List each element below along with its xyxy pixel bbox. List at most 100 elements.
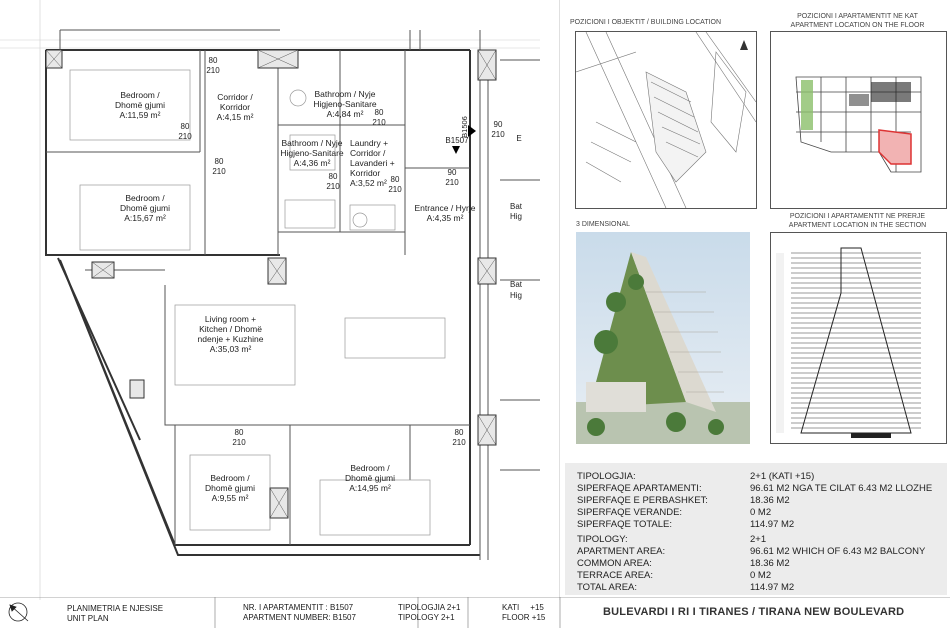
door-dim: 80 210 xyxy=(175,122,195,142)
room-sub: Higjeno-Sanitare xyxy=(313,99,377,109)
door-height: 210 xyxy=(491,130,505,139)
project-slogan: BULEVARDI I RI I TIRANES / TIRANA NEW BO… xyxy=(603,606,905,618)
info-label-al: SIPERFAQE E PERBASHKET: xyxy=(577,495,708,506)
info-label-en: TOTAL AREA: xyxy=(577,582,638,593)
door-width: 90 xyxy=(447,168,457,177)
info-value-al: 0 M2 xyxy=(750,507,772,518)
section-location-title-2: APARTMENT LOCATION IN THE SECTION xyxy=(788,222,927,229)
neighbour-label: Bat xyxy=(509,280,522,289)
room-sub: Higjeno-Sanitare xyxy=(280,148,344,158)
door-height: 210 xyxy=(372,118,386,127)
room-sub: Kitchen / Dhomë ndenje + Kuzhine xyxy=(197,324,264,344)
room-area: A:4,84 m² xyxy=(326,109,364,119)
apartment-number-al: NR. I APARTAMENTIT : B1507 xyxy=(243,603,354,612)
info-value-en: 0 M2 xyxy=(750,570,772,581)
room-entrance: Entrance / Hyrje A:4,35 m² xyxy=(405,203,485,223)
room-name: Bathroom / Nyje xyxy=(281,138,343,148)
info-label-en: TERRACE AREA: xyxy=(577,570,654,581)
room-bedroom-2: Bedroom / Dhomë gjumi A:15,67 m² xyxy=(100,193,190,223)
door-width: 80 xyxy=(328,172,338,181)
room-name: Bathroom / Nyje xyxy=(314,89,376,99)
typology-al: TIPOLOGJIA 2+1 xyxy=(398,603,461,612)
room-sub: Dhomë gjumi xyxy=(204,483,256,493)
site-map-drawing xyxy=(576,32,756,208)
room-area: A:11,59 m² xyxy=(119,110,161,120)
room-name: Bedroom / xyxy=(125,193,165,203)
door-dim: 80 210 xyxy=(206,56,220,76)
door-dim: 80 210 xyxy=(212,157,226,177)
footer-bar: PLANIMETRIA E NJESISE UNIT PLAN NR. I AP… xyxy=(0,597,950,628)
three-d-render xyxy=(576,232,750,444)
info-label-en: APARTMENT AREA: xyxy=(577,546,666,557)
door-width: 80 xyxy=(180,122,190,131)
door-dim: 90 210 xyxy=(445,168,459,188)
neighbour-label: E xyxy=(516,134,522,143)
info-value-en: 2+1 xyxy=(750,534,767,545)
section-drawing xyxy=(770,232,947,444)
room-name: Living room + xyxy=(204,314,257,324)
info-value-al: 114.97 M2 xyxy=(750,519,795,530)
room-laundry: Laundry + Corridor / Lavanderi + Korrido… xyxy=(350,138,400,188)
building-section xyxy=(776,247,921,438)
room-sub: Korridor xyxy=(219,102,251,112)
door-height: 210 xyxy=(388,185,402,194)
floor-en: FLOOR +15 xyxy=(502,613,546,622)
door-dim: 80 210 xyxy=(452,428,466,448)
info-label-al: SIPERFAQE APARTAMENTI: xyxy=(577,483,702,494)
room-name: Entrance / Hyrje xyxy=(414,203,476,213)
info-label-al: TIPOLOGJIA: xyxy=(577,471,636,482)
info-value-en: 18.36 M2 xyxy=(750,558,790,569)
door-dim: 80 210 xyxy=(322,172,344,192)
room-sub: Dhomë gjumi xyxy=(114,100,166,110)
door-width: 80 xyxy=(234,428,244,437)
building-location-title: POZICIONI I OBJEKTIT / BUILDING LOCATION xyxy=(570,19,722,26)
door-dim: 80 210 xyxy=(232,428,246,448)
room-name: Laundry + xyxy=(350,138,389,148)
info-value-en: 96.61 M2 WHICH OF 6.43 M2 BALCONY xyxy=(750,546,926,557)
room-sub: Corridor / Lavanderi + Korridor xyxy=(350,148,395,178)
info-label-al: SIPERFAQE TOTALE: xyxy=(577,519,673,530)
room-name: Bedroom / xyxy=(350,463,390,473)
apartment-info-box: TIPOLOGJIA: 2+1 (KATI +15) SIPERFAQE APA… xyxy=(565,463,947,595)
door-height: 210 xyxy=(212,167,226,176)
room-sub: Dhomë gjumi xyxy=(119,203,171,213)
floor-key-plan xyxy=(795,76,922,173)
floor-al: KATI +15 xyxy=(502,603,544,612)
floor-plan: Bedroom / Dhomë gjumi A:11,59 m² Corrido… xyxy=(0,0,560,600)
room-name: Corridor / xyxy=(217,92,253,102)
floor-location-title-1: POZICIONI I APARTAMENTIT NE KAT xyxy=(797,13,918,20)
info-value-al: 18.36 M2 xyxy=(750,495,790,506)
room-area: A:4,36 m² xyxy=(293,158,331,168)
room-corridor: Corridor / Korridor A:4,15 m² xyxy=(205,92,265,122)
info-label-en: COMMON AREA: xyxy=(577,558,652,569)
door-width: 90 xyxy=(493,120,503,129)
neighbour-label: Bat xyxy=(509,202,522,211)
room-area: A:15,67 m² xyxy=(124,213,166,223)
room-name: Bedroom / xyxy=(120,90,160,100)
door-width: 80 xyxy=(390,175,400,184)
floor-plan-drawing xyxy=(0,0,560,600)
door-width: 80 xyxy=(374,108,384,117)
room-name: Bedroom / xyxy=(210,473,250,483)
room-area: A:3,52 m² xyxy=(350,178,387,188)
info-label-al: SIPERFAQE VERANDE: xyxy=(577,507,683,518)
unit-label-b1507: B1507 xyxy=(445,136,469,145)
section-location-title-1: POZICIONI I APARTAMENTIT NE PRERJE xyxy=(789,213,926,220)
door-dim: 80 210 xyxy=(384,175,406,195)
door-height: 210 xyxy=(445,178,459,187)
room-area: A:4,15 m² xyxy=(216,112,254,122)
door-dim: 80 210 xyxy=(372,108,386,128)
room-sub: Dhomë gjumi xyxy=(344,473,396,483)
building-render xyxy=(576,252,750,444)
room-area: A:35,03 m² xyxy=(209,344,252,354)
door-height: 210 xyxy=(326,182,340,191)
door-width: 80 xyxy=(208,56,218,65)
floor-location-plan xyxy=(770,31,947,209)
info-value-al: 96.61 M2 NGA TE CILAT 6.43 M2 LLOZHE xyxy=(750,483,933,494)
door-width: 80 xyxy=(214,157,224,166)
north-arrow-icon xyxy=(8,602,29,622)
neighbour-label: Hig xyxy=(509,291,522,300)
footer-lines xyxy=(0,597,950,628)
info-value-en: 114.97 M2 xyxy=(750,582,795,593)
room-area: A:4,35 m² xyxy=(426,213,464,223)
